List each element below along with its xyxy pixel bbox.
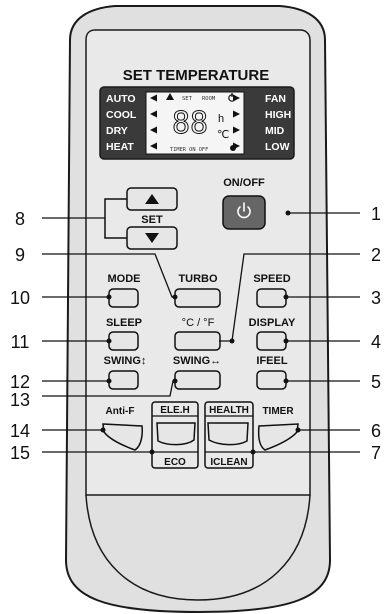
- timer-label: TIMER: [262, 406, 294, 417]
- anti-f-label: Anti-F: [106, 406, 135, 417]
- lcd-mode-auto: AUTO: [106, 93, 136, 105]
- eco-label: ECO: [164, 457, 186, 468]
- leader-line-2: [219, 253, 360, 342]
- lcd-digits: 88: [172, 106, 208, 141]
- callout-9: 9: [15, 245, 25, 265]
- fan-indicator-icon: [230, 145, 236, 151]
- on-off-label: ON/OFF: [223, 177, 265, 189]
- lcd-label-set: SET: [182, 96, 193, 102]
- turbo-label: TURBO: [178, 273, 218, 285]
- callout-13: 13: [10, 390, 30, 410]
- ifeel-button[interactable]: [256, 370, 287, 390]
- on-off-button[interactable]: [222, 195, 266, 230]
- left-indicator-arrow-icon: [150, 126, 157, 134]
- right-indicator-arrow-icon: [233, 110, 240, 118]
- callout-2: 2: [371, 245, 381, 265]
- turbo-button[interactable]: [174, 288, 221, 308]
- lcd-mode-fan: FAN: [265, 93, 286, 105]
- set-up-button[interactable]: [126, 187, 178, 211]
- timer-button[interactable]: [257, 423, 299, 451]
- swing-horizontal-button[interactable]: [174, 370, 221, 390]
- mode-label: MODE: [108, 273, 141, 285]
- anti-f-button[interactable]: [102, 423, 143, 451]
- callout-10: 10: [10, 288, 30, 308]
- lcd-mode-mid: MID: [265, 125, 285, 137]
- lcd-label-room: ROOM: [202, 96, 216, 102]
- sleep-button[interactable]: [108, 331, 139, 351]
- left-leader-dots: [100, 294, 178, 455]
- power-icon: [237, 202, 251, 219]
- right-leader-lines: [219, 212, 360, 453]
- callout-4: 4: [371, 332, 381, 352]
- display-button[interactable]: [256, 331, 287, 351]
- celsius-fahrenheit-button[interactable]: [174, 331, 221, 351]
- lcd-mode-high: HIGH: [265, 109, 291, 121]
- left-indicator-arrow-icon: [150, 142, 157, 150]
- mode-button[interactable]: [108, 288, 139, 308]
- health-iclean-button[interactable]: [207, 422, 249, 446]
- lcd-unit-hours: h: [218, 113, 224, 125]
- callout-12: 12: [10, 372, 30, 392]
- speed-button[interactable]: [256, 288, 287, 308]
- set-temperature-title: SET TEMPERATURE: [123, 67, 269, 84]
- health-iclean-frame: [204, 401, 254, 469]
- callout-1: 1: [371, 204, 381, 224]
- swing-horizontal-label: SWING↔: [173, 355, 221, 367]
- swing-vertical-button[interactable]: [108, 370, 139, 390]
- triangle-up-icon: [145, 194, 159, 204]
- callout-11: 11: [11, 332, 30, 352]
- lcd-mode-heat: HEAT: [106, 141, 134, 153]
- callout-8: 8: [15, 209, 25, 229]
- callout-6: 6: [371, 421, 381, 441]
- callout-7: 7: [371, 443, 381, 463]
- power-indicator-icon: [228, 93, 236, 102]
- set-label: SET: [141, 214, 163, 226]
- set-down-button[interactable]: [126, 226, 178, 250]
- health-label: HEALTH: [209, 405, 249, 416]
- lcd-left-indicators: [150, 94, 157, 150]
- lcd-screen: [145, 91, 245, 155]
- display-label: DISPLAY: [249, 317, 296, 329]
- right-leader-dots: [229, 210, 301, 455]
- lcd-mode-dry: DRY: [106, 125, 128, 137]
- ele-h-label: ELE.H: [160, 405, 189, 416]
- left-indicator-arrow-icon: [150, 110, 157, 118]
- callout-3: 3: [371, 288, 381, 308]
- ele-h-eco-frame: [151, 401, 199, 469]
- callout-5: 5: [371, 372, 381, 392]
- swing-vertical-label: SWING↕: [104, 355, 147, 367]
- ele-h-eco-button[interactable]: [156, 422, 196, 446]
- fan-level-icon: [166, 93, 174, 100]
- sleep-label: SLEEP: [106, 317, 142, 329]
- lcd-label-timer: TIMER ON OFF: [170, 147, 208, 153]
- ifeel-label: IFEEL: [256, 355, 287, 367]
- callout-14: 14: [10, 421, 30, 441]
- speed-label: SPEED: [253, 273, 290, 285]
- callout-15: 15: [10, 443, 30, 463]
- celsius-fahrenheit-label: °C / °F: [182, 317, 215, 329]
- left-indicator-arrow-icon: [150, 94, 157, 102]
- right-indicator-arrow-icon: [233, 126, 240, 134]
- iclean-label: ICLEAN: [210, 457, 247, 468]
- bottom-arc: [85, 494, 311, 601]
- lcd-mode-cool: COOL: [106, 109, 137, 121]
- lcd-mode-low: LOW: [265, 141, 290, 153]
- triangle-down-icon: [145, 233, 159, 243]
- lcd-unit-temperature: ℃: [217, 129, 229, 141]
